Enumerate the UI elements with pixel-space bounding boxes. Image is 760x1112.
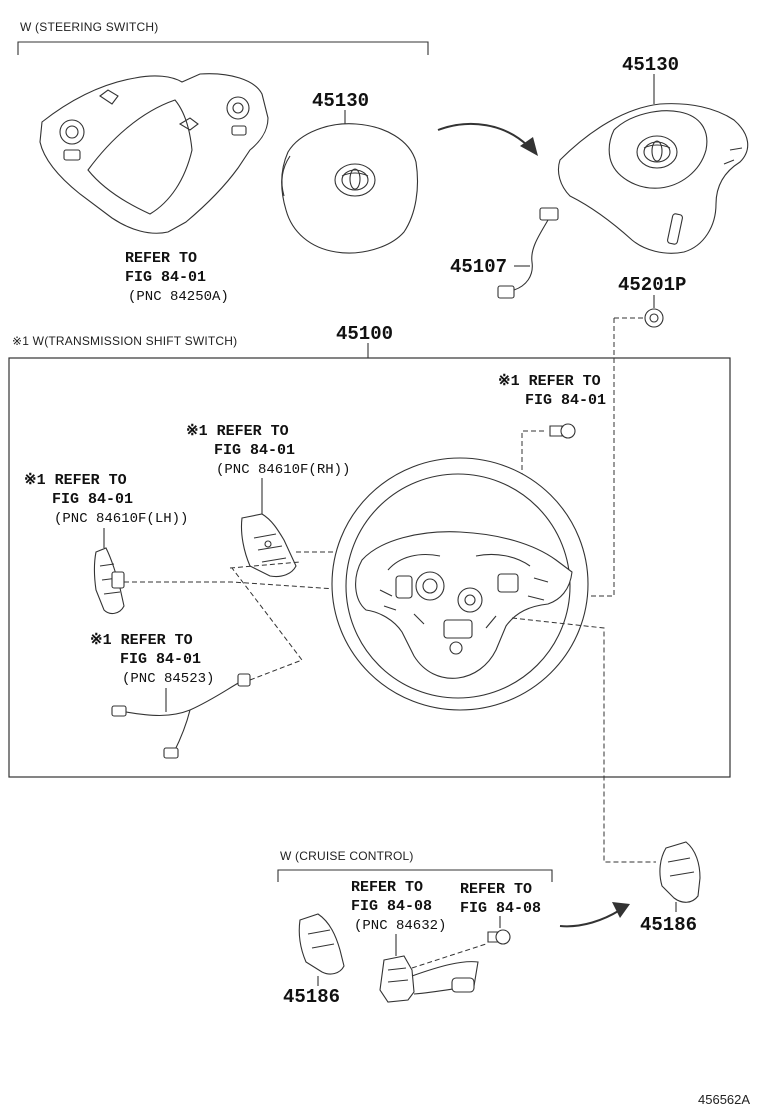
assembly-arrow-bottom [559,909,621,928]
cruise-ref-line3: (PNC 84632) [354,918,446,934]
rh-switch-dashed-guide-2 [229,561,301,569]
steering-switch-ref-line1: REFER TO [125,250,197,267]
screw-ref-line1: ※1 REFER TO [498,373,601,390]
section-cruise-control-bracket [277,869,553,882]
section-steering-switch-label: W (STEERING SWITCH) [20,20,158,34]
screw-illustration [549,423,576,439]
steering-switch-bezel-illustration [39,73,269,234]
lh-switch-ref-line3: (PNC 84610F(LH)) [54,511,188,527]
paddle-bottom-part-number: 45186 [283,986,340,1008]
section-cruise-control-label: W (CRUISE CONTROL) [280,849,414,863]
cruise-screw-illustration [487,929,511,945]
rh-switch-ref-line1: ※1 REFER TO [186,423,289,440]
cruise-ref-line1: REFER TO [351,879,423,896]
cruise-ref-line2: FIG 84-08 [351,898,432,915]
paddle-right-illustration [659,841,701,903]
cruise-screw-ref-line2: FIG 84-08 [460,900,541,917]
section-transmission-shift-label: ※1 W(TRANSMISSION SHIFT SWITCH) [12,334,237,348]
wire-ref-line3: (PNC 84523) [122,671,214,687]
nut-illustration [644,308,664,328]
paddle-right-part-number: 45186 [640,914,697,936]
cruise-screw-ref-line1: REFER TO [460,881,532,898]
section-steering-switch-bracket [17,41,429,55]
rh-paddle-switch-illustration [240,513,297,578]
assembly-arrow-top-head [520,137,538,156]
wire-ref-line2: FIG 84-01 [120,651,201,668]
wheel-assy-part-number: 45100 [336,323,393,345]
steering-switch-ref-line3: (PNC 84250A) [128,289,229,305]
wire-dashed-guide [231,567,303,681]
spiral-cable-part-number: 45107 [450,256,507,278]
steering-switch-ref-line2: FIG 84-01 [125,269,206,286]
rh-switch-ref-line3: (PNC 84610F(RH)) [216,462,350,478]
screw-ref-line2: FIG 84-01 [525,392,606,409]
lh-switch-ref-line1: ※1 REFER TO [24,472,127,489]
assembly-arrow-top [437,122,529,147]
lh-switch-ref-line2: FIG 84-01 [52,491,133,508]
cruise-dashed-guide [411,943,487,969]
lh-paddle-switch-illustration [93,547,125,615]
wire-ref-line1: ※1 REFER TO [90,632,193,649]
wheel-to-paddle-dashed-guide [511,617,656,863]
rh-switch-ref-line2: FIG 84-01 [214,442,295,459]
paddle-bottom-illustration [298,913,345,975]
wire-harness-illustration [111,673,251,759]
horn-pad-left-illustration [281,123,419,254]
steering-wheel-illustration [331,457,589,711]
diagram-code: 456562A [698,1092,750,1107]
cruise-control-switch-illustration [379,955,479,1003]
spiral-cable-illustration [497,207,559,299]
lh-switch-dashed-guide [124,581,381,593]
pad-left-part-number: 45130 [312,90,369,112]
pad-right-part-number: 45130 [622,54,679,76]
assembly-arrow-bottom-head [612,902,630,918]
horn-pad-right-illustration [557,103,749,254]
nut-part-number: 45201P [618,274,686,296]
transmission-shift-box [8,357,731,778]
